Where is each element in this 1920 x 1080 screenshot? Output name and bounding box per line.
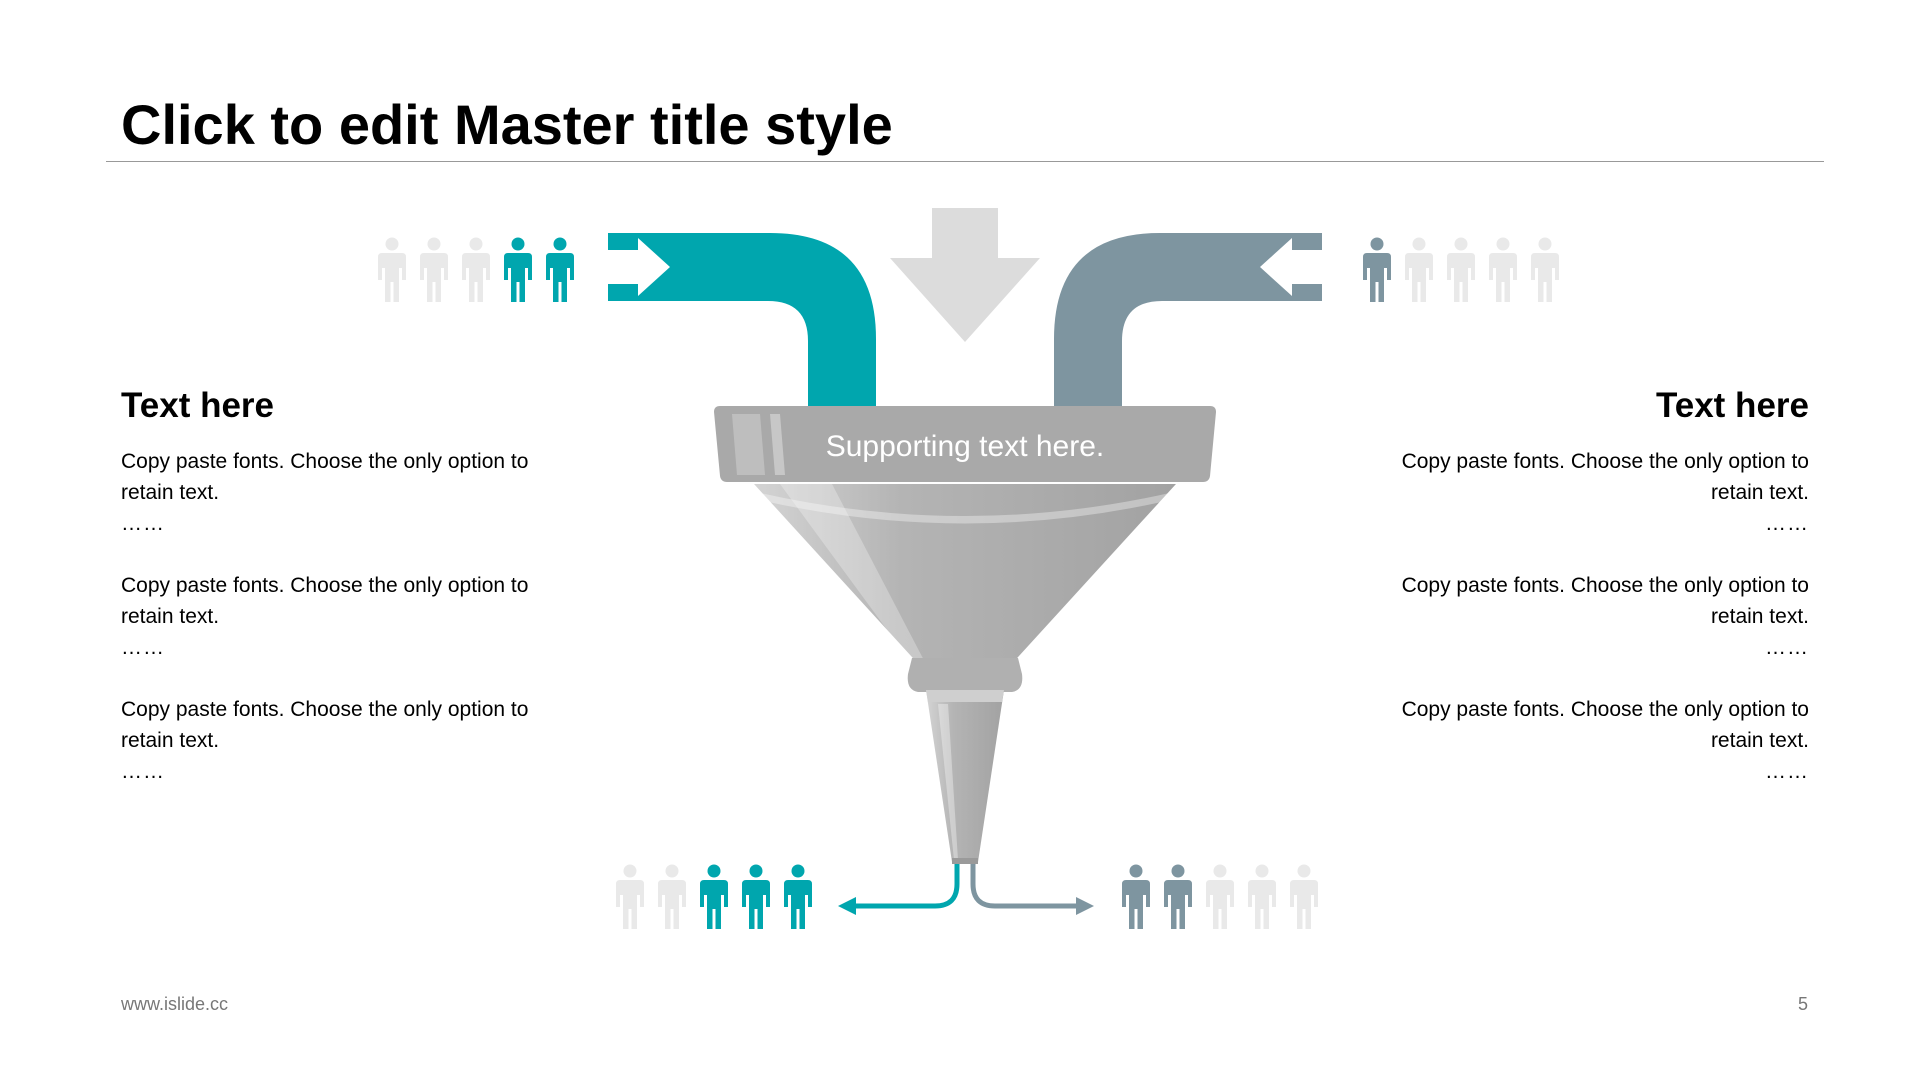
- person-icon: [1248, 864, 1276, 929]
- right-item-2-text: Copy paste fonts. Choose the only option…: [1401, 574, 1809, 628]
- right-item-3: Copy paste fonts. Choose the only option…: [1369, 694, 1809, 787]
- person-icon: [742, 864, 770, 929]
- person-icon: [1206, 864, 1234, 929]
- page-number: 5: [1797, 994, 1808, 1014]
- person-icon: [1531, 237, 1559, 302]
- left-input-pipe: [608, 233, 876, 410]
- person-icon: [658, 864, 686, 929]
- center-down-arrow-icon: [890, 208, 1040, 342]
- right-text-panel: Text here Copy paste fonts. Choose the o…: [1369, 384, 1809, 818]
- left-item-1: Copy paste fonts. Choose the only option…: [121, 446, 561, 539]
- left-pipe-arrow-icon: [608, 238, 670, 296]
- people-group-output-right: [1122, 864, 1318, 929]
- funnel-spout: [926, 690, 1004, 862]
- right-item-1-text: Copy paste fonts. Choose the only option…: [1401, 450, 1809, 504]
- person-icon: [1489, 237, 1517, 302]
- people-group-output-left: [616, 864, 812, 929]
- right-item-1: Copy paste fonts. Choose the only option…: [1369, 446, 1809, 539]
- funnel-rim: Supporting text here.: [714, 406, 1216, 482]
- right-item-2-ellipsis: ……: [1765, 636, 1809, 659]
- person-icon: [420, 237, 448, 302]
- left-item-3-text: Copy paste fonts. Choose the only option…: [121, 698, 529, 752]
- slide-title: Click to edit Master title style: [121, 93, 893, 156]
- left-item-2: Copy paste fonts. Choose the only option…: [121, 570, 561, 663]
- person-icon: [504, 237, 532, 302]
- right-item-2: Copy paste fonts. Choose the only option…: [1369, 570, 1809, 663]
- left-item-2-text: Copy paste fonts. Choose the only option…: [121, 574, 529, 628]
- right-pipe-arrow-icon: [1260, 238, 1322, 296]
- person-icon: [784, 864, 812, 929]
- right-output-arrow-icon: [1076, 897, 1094, 915]
- left-item-1-text: Copy paste fonts. Choose the only option…: [121, 450, 529, 504]
- left-item-2-ellipsis: ……: [121, 636, 165, 659]
- title-divider: [106, 161, 1824, 162]
- left-item-3-ellipsis: ……: [121, 760, 165, 783]
- right-item-3-ellipsis: ……: [1765, 760, 1809, 783]
- right-item-3-text: Copy paste fonts. Choose the only option…: [1401, 698, 1809, 752]
- person-icon: [1122, 864, 1150, 929]
- person-icon: [1290, 864, 1318, 929]
- right-item-1-ellipsis: ……: [1765, 512, 1809, 535]
- output-pipes: [838, 862, 1094, 915]
- funnel-label: Supporting text here.: [826, 430, 1105, 463]
- left-heading: Text here: [121, 386, 275, 425]
- person-icon: [546, 237, 574, 302]
- person-icon: [378, 237, 406, 302]
- people-group-input-left: [378, 237, 574, 302]
- right-heading: Text here: [1655, 386, 1809, 425]
- person-icon: [1164, 864, 1192, 929]
- people-group-input-right: [1363, 237, 1559, 302]
- person-icon: [1447, 237, 1475, 302]
- funnel-cone: [754, 484, 1176, 668]
- right-input-pipe: [1054, 233, 1322, 410]
- person-icon: [462, 237, 490, 302]
- left-item-1-ellipsis: ……: [121, 512, 165, 535]
- person-icon: [616, 864, 644, 929]
- left-output-arrow-icon: [838, 897, 856, 915]
- person-icon: [1405, 237, 1433, 302]
- funnel-collar: [907, 658, 1023, 692]
- person-icon: [1363, 237, 1391, 302]
- footer-url: www.islide.cc: [121, 994, 229, 1014]
- person-icon: [700, 864, 728, 929]
- left-text-panel: Text here Copy paste fonts. Choose the o…: [121, 384, 561, 818]
- left-item-3: Copy paste fonts. Choose the only option…: [121, 694, 561, 787]
- funnel: [754, 484, 1176, 864]
